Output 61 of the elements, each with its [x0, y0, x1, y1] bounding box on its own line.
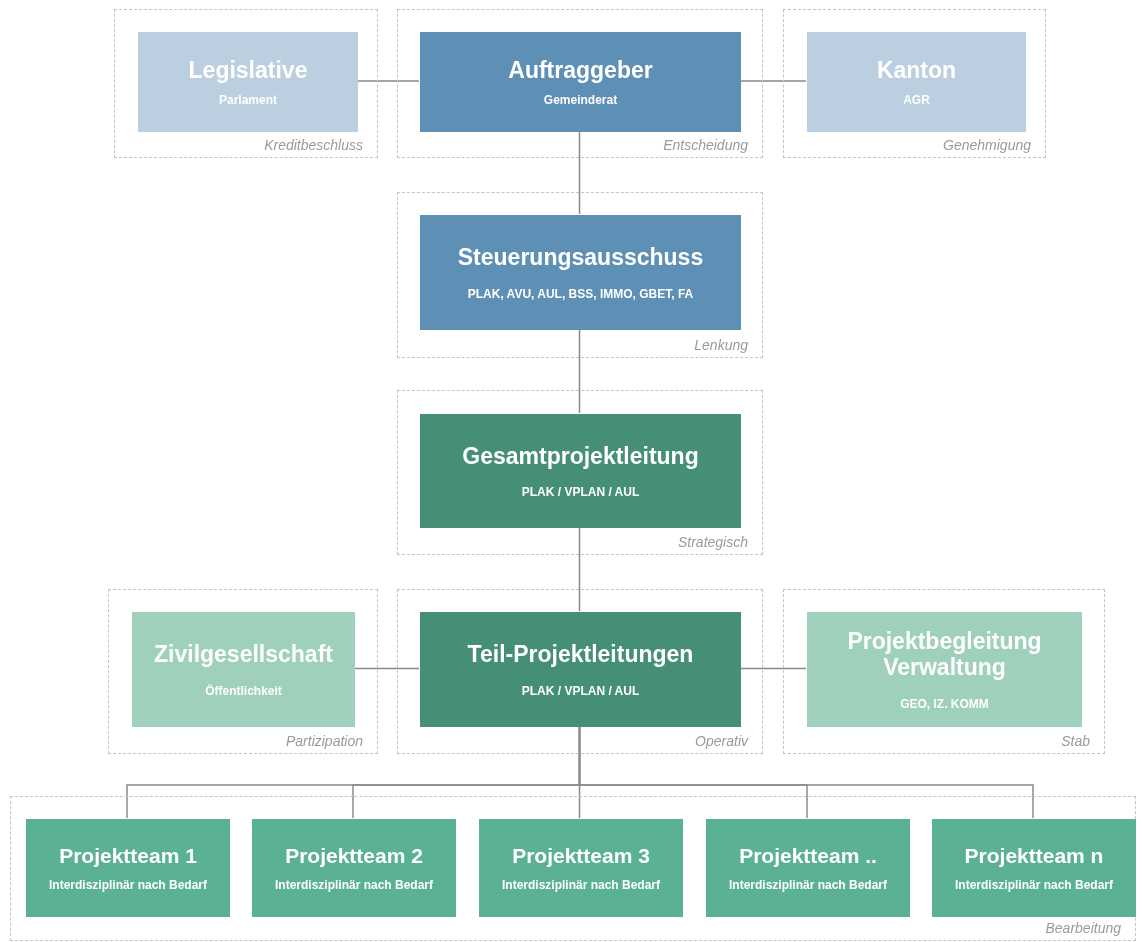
connector-line	[578, 725, 1034, 819]
box-title: Projektteam 1	[59, 843, 197, 868]
org-box	[932, 819, 1136, 917]
org-box	[706, 819, 910, 917]
box-title: Projektteam n	[964, 843, 1104, 868]
box-subtitle: Gemeinderat	[543, 93, 618, 108]
org-box	[420, 32, 741, 132]
box-subtitle: Öffentlichkeit	[205, 683, 282, 698]
box-title: Projektteam ..	[739, 843, 877, 868]
group-label: Lenkung	[694, 337, 748, 353]
connector-line	[578, 130, 581, 215]
org-box	[479, 819, 683, 917]
box-subtitle: Interdisziplinär nach Bedarf	[728, 877, 887, 893]
group-label: Stab	[1061, 733, 1090, 749]
box-title: Zivilgesellschaft	[154, 641, 333, 668]
box-title: Projektbegleitung Verwaltung	[846, 627, 1043, 681]
dashed-group-frame	[397, 589, 763, 754]
org-box	[807, 32, 1026, 132]
group-label: Strategisch	[677, 534, 748, 550]
box-subtitle: Interdisziplinär nach Bedarf	[274, 877, 433, 893]
org-box	[26, 819, 230, 917]
org-box	[807, 612, 1082, 727]
dashed-group-frame	[397, 9, 763, 158]
box-subtitle: Interdisziplinär nach Bedarf	[954, 877, 1113, 893]
box-title: Teil-Projektleitungen	[467, 641, 694, 668]
group-label: Operativ	[695, 733, 748, 749]
connector-line	[578, 328, 581, 414]
dashed-group-frame	[114, 9, 378, 158]
dashed-group-frame	[783, 589, 1105, 754]
connector-line	[578, 526, 581, 612]
box-subtitle: PLAK / VPLAN / AUL	[521, 683, 640, 698]
box-title: Gesamtprojektleitung	[462, 442, 699, 469]
org-box	[420, 612, 741, 727]
org-box	[132, 612, 355, 727]
box-subtitle: GEO, IZ. KOMM	[900, 696, 989, 712]
box-title: Projektteam 2	[285, 843, 423, 868]
box-subtitle: Interdisziplinär nach Bedarf	[501, 877, 660, 893]
box-subtitle: PLAK, AVU, AUL, BSS, IMMO, GBET, FA	[467, 286, 694, 301]
dashed-group-frame	[397, 390, 763, 555]
box-subtitle: AGR	[903, 93, 930, 108]
box-title: Auftraggeber	[508, 56, 653, 83]
group-label: Kreditbeschluss	[264, 137, 363, 153]
box-title: Kanton	[876, 56, 957, 83]
group-label: Genehmigung	[943, 137, 1031, 153]
box-title: Steuerungsausschuss	[457, 244, 704, 271]
box-subtitle: PLAK / VPLAN / AUL	[521, 485, 640, 500]
group-label: Entscheidung	[663, 137, 748, 153]
org-box	[420, 414, 741, 528]
group-label: Partizipation	[285, 733, 363, 749]
org-box	[420, 215, 741, 330]
dashed-group-frame	[108, 589, 378, 754]
dashed-group-frame	[397, 192, 763, 358]
dashed-group-frame	[783, 9, 1046, 158]
box-subtitle: Parlament	[219, 93, 277, 108]
box-title: Projektteam 3	[512, 843, 650, 868]
group-label: Bearbeitung	[1045, 920, 1121, 936]
dashed-group-frame	[10, 796, 1136, 941]
org-box	[252, 819, 456, 917]
org-box	[138, 32, 358, 132]
box-title: Legislative	[188, 56, 308, 83]
box-subtitle: Interdisziplinär nach Bedarf	[48, 877, 207, 893]
